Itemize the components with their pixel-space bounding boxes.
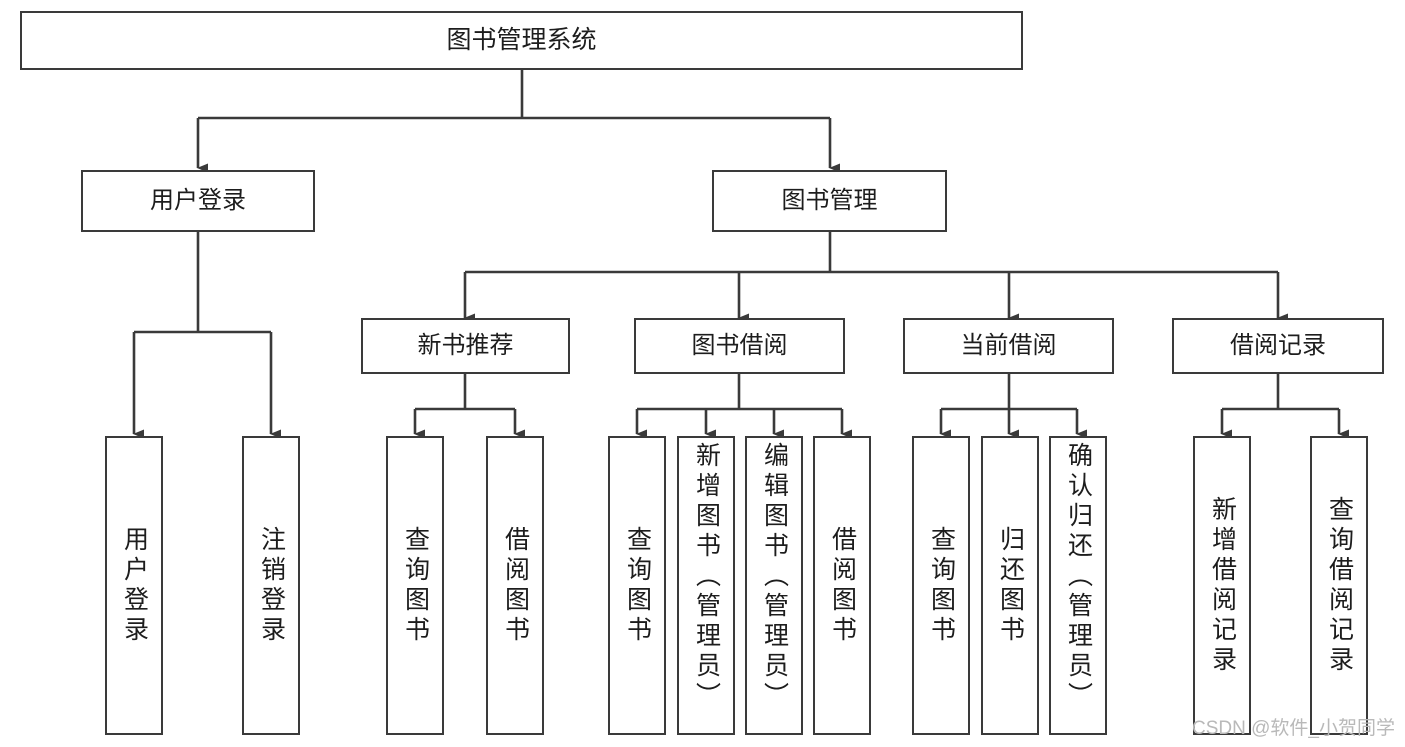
node-leaf-record-query-label: 查询借阅记录 — [1325, 495, 1354, 676]
node-leaf-borrow-add-book-label: 新增图书（管理员） — [692, 442, 721, 712]
node-root-system-label: 图书管理系统 — [446, 25, 597, 54]
node-leaf-newbook-query-book[interactable]: 查询图书 — [386, 436, 444, 735]
node-leaf-borrow-query-book-label: 查询图书 — [623, 525, 652, 646]
node-leaf-logout-label: 注销登录 — [257, 525, 286, 646]
node-leaf-record-query[interactable]: 查询借阅记录 — [1310, 436, 1368, 735]
node-leaf-newbook-query-book-label: 查询图书 — [401, 525, 430, 646]
node-leaf-borrow-borrow-book[interactable]: 借阅图书 — [813, 436, 871, 735]
node-leaf-current-confirm-return-label: 确认归还（管理员） — [1064, 442, 1093, 712]
node-book-borrow[interactable]: 图书借阅 — [634, 318, 845, 374]
node-leaf-borrow-add-book[interactable]: 新增图书（管理员） — [677, 436, 735, 735]
node-leaf-newbook-borrow-book[interactable]: 借阅图书 — [486, 436, 544, 735]
node-leaf-newbook-borrow-book-label: 借阅图书 — [501, 525, 530, 646]
node-leaf-record-add[interactable]: 新增借阅记录 — [1193, 436, 1251, 735]
node-current-borrow-label: 当前借阅 — [960, 331, 1057, 359]
node-leaf-user-login[interactable]: 用户登录 — [105, 436, 163, 735]
node-user-login-label: 用户登录 — [150, 186, 246, 214]
node-user-login[interactable]: 用户登录 — [81, 170, 315, 232]
node-leaf-current-confirm-return[interactable]: 确认归还（管理员） — [1049, 436, 1107, 735]
node-borrow-record[interactable]: 借阅记录 — [1172, 318, 1384, 374]
node-book-management[interactable]: 图书管理 — [712, 170, 947, 232]
node-book-borrow-label: 图书借阅 — [691, 331, 788, 359]
node-leaf-borrow-edit-book[interactable]: 编辑图书（管理员） — [745, 436, 803, 735]
node-leaf-borrow-query-book[interactable]: 查询图书 — [608, 436, 666, 735]
node-leaf-record-add-label: 新增借阅记录 — [1208, 495, 1237, 676]
node-leaf-current-return-book-label: 归还图书 — [996, 525, 1025, 646]
node-leaf-current-query-book[interactable]: 查询图书 — [912, 436, 970, 735]
node-leaf-current-return-book[interactable]: 归还图书 — [981, 436, 1039, 735]
node-leaf-borrow-borrow-book-label: 借阅图书 — [828, 525, 857, 646]
node-book-management-label: 图书管理 — [781, 186, 878, 214]
node-leaf-borrow-edit-book-label: 编辑图书（管理员） — [760, 442, 789, 712]
node-leaf-user-login-label: 用户登录 — [120, 525, 149, 646]
node-current-borrow[interactable]: 当前借阅 — [903, 318, 1114, 374]
node-leaf-logout[interactable]: 注销登录 — [242, 436, 300, 735]
node-new-book-recommend-label: 新书推荐 — [417, 331, 514, 359]
node-new-book-recommend[interactable]: 新书推荐 — [361, 318, 570, 374]
node-root-system[interactable]: 图书管理系统 — [20, 11, 1023, 70]
node-leaf-current-query-book-label: 查询图书 — [927, 525, 956, 646]
node-borrow-record-label: 借阅记录 — [1230, 331, 1326, 359]
